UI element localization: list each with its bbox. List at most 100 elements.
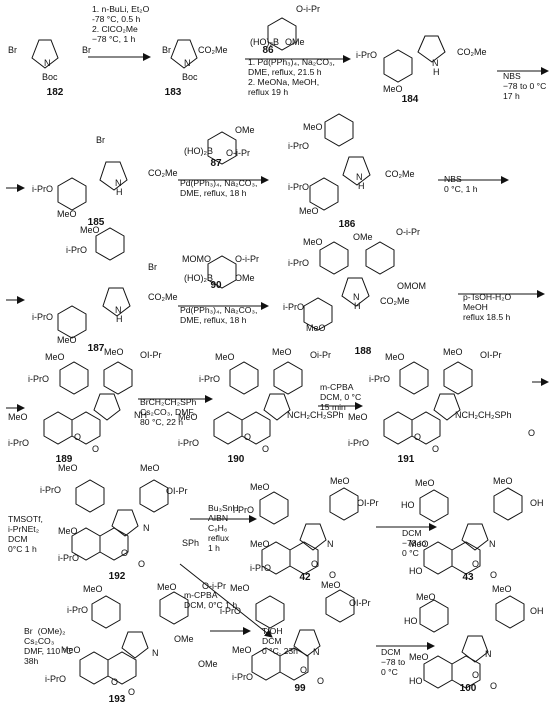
atom-label: NH bbox=[134, 410, 147, 420]
atom-label: OMe bbox=[235, 125, 255, 135]
compound-label: 183 bbox=[165, 87, 182, 98]
atom-label: O bbox=[317, 676, 324, 686]
arene-ring-188-right bbox=[365, 241, 395, 275]
arene-ring-100-left bbox=[419, 599, 449, 633]
condition-block: NBS−78 to 0 °C17 h bbox=[503, 71, 546, 101]
condition-line: DCM bbox=[8, 534, 28, 544]
condition-line: C₆H₆ bbox=[208, 523, 227, 533]
arene-ring-43-left bbox=[419, 489, 449, 523]
atom-label: N bbox=[489, 539, 496, 549]
atom-label: MeO bbox=[104, 347, 124, 357]
atom-label: MeO bbox=[80, 225, 100, 235]
atom-label: N bbox=[353, 292, 360, 302]
arene-ring-100-right bbox=[495, 595, 525, 629]
atom-label: MeO bbox=[58, 526, 78, 536]
pyrrole-ring-193 bbox=[121, 631, 149, 659]
condition-line: TMSOTf, bbox=[8, 514, 43, 524]
atom-label: i-PrO bbox=[66, 245, 87, 255]
arrow-192-99 bbox=[179, 563, 273, 638]
condition-block: 1. Pd(PPh₃)₄, Na₂CO₃,DME, reflux, 21.5 h… bbox=[248, 57, 335, 97]
coumarin-ring-189 bbox=[43, 411, 101, 445]
atom-label: OMe bbox=[174, 634, 194, 644]
atom-label: O bbox=[432, 444, 439, 454]
compound-label: 86 bbox=[262, 45, 274, 56]
atom-label: MeO bbox=[230, 583, 250, 593]
condition-line: 1. n-BuLi, Et₂O bbox=[92, 4, 150, 14]
atom-label: N bbox=[327, 539, 334, 549]
condition-line: DMF, 110 °C bbox=[24, 646, 72, 656]
condition-block: DCM−78 to0 °C bbox=[381, 647, 405, 677]
atom-label: MeO bbox=[45, 352, 65, 362]
atom-label: O bbox=[528, 428, 535, 438]
atom-label: CO₂Me bbox=[457, 47, 487, 57]
atom-label: (HO)₂B bbox=[250, 37, 279, 47]
atom-label: N bbox=[485, 649, 492, 659]
arene-ring-43-right bbox=[493, 487, 523, 521]
atom-label: O bbox=[74, 432, 81, 442]
arene-ring-186-top bbox=[324, 113, 354, 147]
condition-line: Cs₂CO₃, DMF, bbox=[140, 407, 195, 417]
atom-label: OMe bbox=[285, 37, 305, 47]
atom-label: MeO bbox=[303, 122, 323, 132]
atom-label: OI-Pr bbox=[349, 598, 371, 608]
condition-line: DME, reflux, 18 h bbox=[180, 315, 247, 325]
atom-label: O bbox=[128, 687, 135, 697]
arene-ring-87 bbox=[207, 131, 237, 165]
condition-line: NBS bbox=[444, 174, 462, 184]
arene-ring-192-right bbox=[139, 479, 169, 513]
atom-label: O bbox=[490, 681, 497, 691]
atom-label: (HO)₂B bbox=[184, 146, 213, 156]
atom-label: HO bbox=[401, 500, 415, 510]
atom-label: O-i-Pr bbox=[202, 581, 226, 591]
atom-label: O-i-Pr bbox=[396, 227, 420, 237]
atom-label: O bbox=[138, 559, 145, 569]
atom-label: Br bbox=[148, 262, 157, 272]
atom-label: MeO bbox=[493, 476, 513, 486]
condition-line: −78 °C, 1 h bbox=[92, 34, 136, 44]
condition-line: 0°C 1 h bbox=[8, 544, 37, 554]
condition-line: DME, reflux, 21.5 h bbox=[248, 67, 322, 77]
compound-label: 192 bbox=[109, 571, 126, 582]
atom-label: i-PrO bbox=[67, 605, 88, 615]
atom-label: MeO bbox=[8, 412, 28, 422]
condition-line: DCM bbox=[402, 528, 422, 538]
compound-label: 193 bbox=[109, 694, 126, 705]
coumarin-ring-43 bbox=[423, 541, 481, 575]
atom-label: MeO bbox=[385, 352, 405, 362]
condition-line: reflux bbox=[208, 533, 230, 543]
arene-ring-190-left bbox=[229, 361, 259, 395]
atom-label: MOMO bbox=[182, 254, 211, 264]
atom-label: O bbox=[92, 444, 99, 454]
atom-label: MeO bbox=[348, 412, 368, 422]
atom-label: MeO bbox=[409, 652, 429, 662]
atom-label: OMOM bbox=[397, 281, 426, 291]
atom-label: OI-Pr bbox=[140, 350, 162, 360]
molecule-skeletons bbox=[31, 17, 525, 689]
condition-block: DCM−78 to0 °C bbox=[402, 528, 426, 558]
compound-label: 184 bbox=[402, 94, 419, 105]
atom-label: O bbox=[300, 665, 307, 675]
atom-label: i-PrO bbox=[40, 485, 61, 495]
condition-line: −78 to bbox=[381, 657, 405, 667]
atom-label: MeO bbox=[383, 84, 403, 94]
coumarin-ring-190 bbox=[213, 411, 271, 445]
atom-label: O bbox=[311, 559, 318, 569]
arene-ring-187-bottom bbox=[57, 305, 87, 339]
condition-line: DCM, 0 °C bbox=[320, 392, 361, 402]
atom-label: i-PrO bbox=[233, 505, 254, 515]
atom-label: H bbox=[354, 301, 361, 311]
arene-ring-186-bottom bbox=[309, 177, 339, 211]
atom-label: O bbox=[244, 432, 251, 442]
condition-line: 0 °C, 1 h bbox=[444, 184, 478, 194]
condition-line: MeOH bbox=[463, 302, 488, 312]
pyrrole-ring-43 bbox=[461, 523, 489, 551]
atom-label: i-PrO bbox=[369, 374, 390, 384]
compound-label: 87 bbox=[210, 158, 222, 169]
